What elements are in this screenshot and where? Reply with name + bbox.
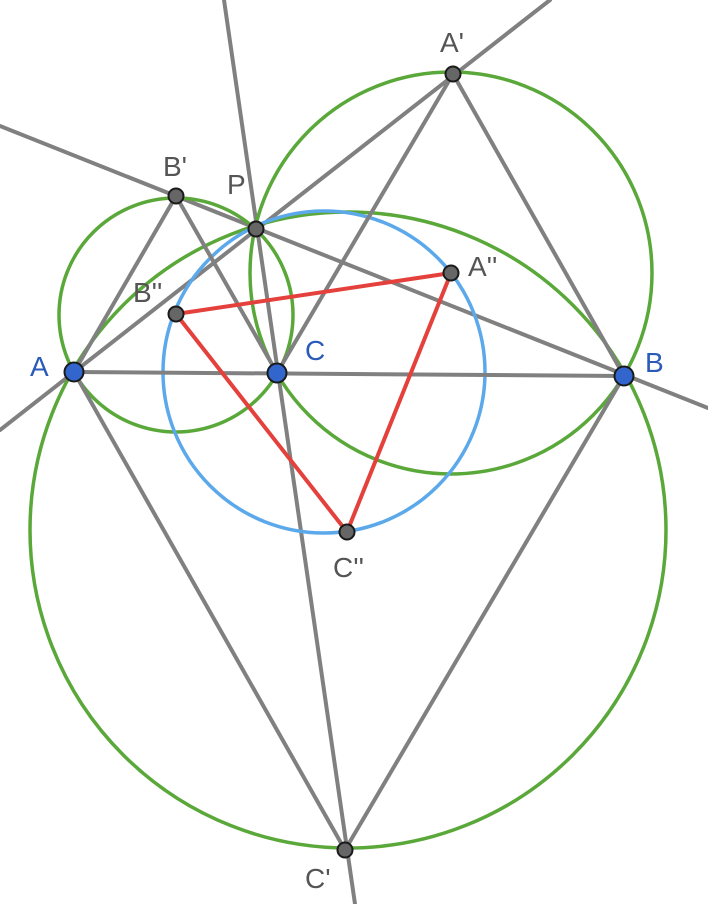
point-c[interactable]: [266, 362, 288, 384]
line-c-c-prime: [222, 0, 357, 904]
point-a-prime[interactable]: [444, 65, 462, 83]
label-a-double-prime: A'': [468, 251, 497, 282]
point-c-double-prime[interactable]: [338, 523, 356, 541]
label-c-double-prime: C'': [333, 552, 364, 583]
point-b[interactable]: [613, 365, 635, 387]
point-a[interactable]: [63, 361, 85, 383]
label-b-double-prime: B'': [133, 277, 162, 308]
segment-ab: [72, 370, 626, 378]
segment-a-c-prime: [72, 370, 347, 852]
construction-segments: [72, 72, 626, 852]
label-p: P: [227, 169, 246, 200]
segment-c-a-prime: [275, 72, 455, 375]
segment-b-prime-c: [174, 194, 279, 375]
point-p[interactable]: [247, 220, 265, 238]
points: [63, 65, 635, 859]
segment-b-c-prime: [343, 374, 626, 852]
label-a: A: [30, 351, 49, 382]
label-c-prime: C': [305, 863, 331, 894]
segment-a-prime-b: [451, 72, 626, 378]
point-a-double-prime[interactable]: [442, 264, 460, 282]
label-a-prime: A': [440, 27, 464, 58]
point-c-prime[interactable]: [336, 841, 354, 859]
red-triangle-a2-b2-c2: [174, 271, 453, 534]
label-b: B: [645, 347, 664, 378]
point-b-double-prime[interactable]: [167, 305, 185, 323]
label-c: C: [305, 335, 325, 366]
segment-a-b-prime: [72, 194, 178, 374]
point-labels: A' B' P A'' B'' A C B C'' C': [30, 27, 664, 894]
label-b-prime: B': [163, 151, 187, 182]
point-b-prime[interactable]: [167, 187, 185, 205]
line-b-b-prime: [0, 124, 708, 410]
